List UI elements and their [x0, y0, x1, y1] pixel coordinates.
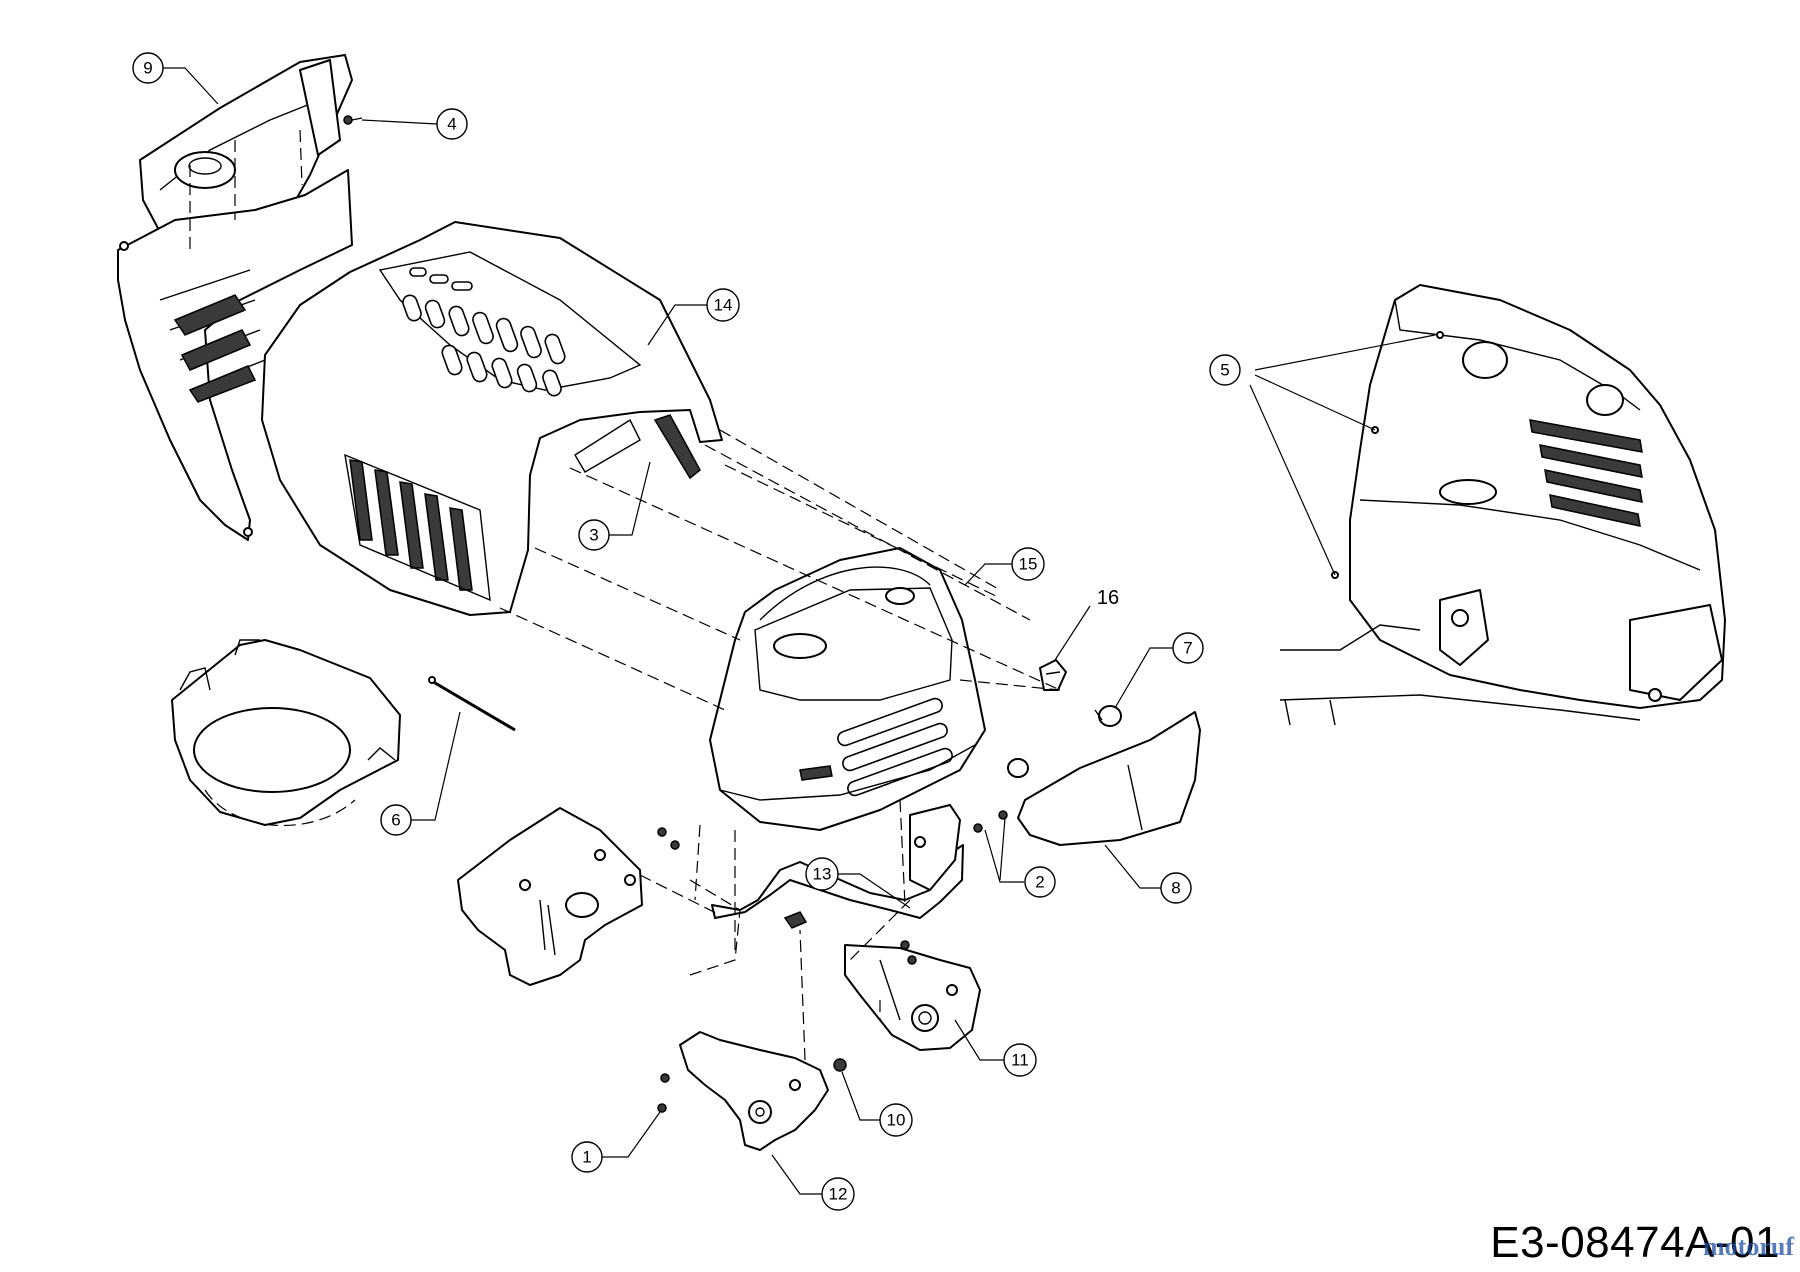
callout-14: 14	[706, 288, 740, 322]
svg-text:11: 11	[1011, 1051, 1029, 1070]
callout-15: 15	[1011, 547, 1045, 581]
label-16: 16	[1097, 587, 1119, 609]
svg-text:12: 12	[829, 1185, 848, 1204]
hood-vent-slots	[402, 267, 566, 397]
knob-cap	[1007, 758, 1029, 778]
cap-part-7	[1094, 705, 1122, 727]
svg-text:4: 4	[447, 115, 456, 134]
battery-tray	[171, 639, 401, 827]
clip-part-16	[1039, 659, 1067, 691]
callout-4: 4	[436, 108, 468, 140]
svg-text:16: 16	[1097, 587, 1119, 609]
callout-2: 2	[1024, 866, 1056, 898]
callout-12: 12	[821, 1177, 855, 1211]
callout-8: 8	[1160, 872, 1192, 904]
side-bracket-right	[909, 804, 961, 891]
front-nose-part-15	[709, 547, 986, 831]
strap-part-6	[428, 676, 516, 732]
hood-side-vents	[344, 453, 491, 602]
svg-text:6: 6	[391, 811, 400, 830]
bracket-part-11	[844, 944, 981, 1051]
hood-hinge-part-3	[574, 418, 641, 473]
svg-text:3: 3	[589, 526, 598, 545]
callout-11: 11	[1003, 1043, 1037, 1077]
callout-1: 1	[571, 1141, 603, 1173]
front-frame-bracket-left	[457, 807, 643, 986]
svg-text:5: 5	[1220, 361, 1229, 380]
dash-panel-part-9	[117, 54, 353, 541]
callout-10: 10	[879, 1103, 913, 1137]
svg-text:7: 7	[1183, 639, 1192, 658]
diagram-part-number: E3-08474A-01	[1490, 1218, 1780, 1267]
callout-9: 9	[132, 52, 164, 84]
nose-grille-slots	[837, 697, 953, 797]
svg-text:9: 9	[143, 59, 152, 78]
svg-text:15: 15	[1019, 555, 1038, 574]
screw-part-4	[343, 115, 363, 125]
bumper-part-8	[1017, 711, 1201, 846]
svg-text:8: 8	[1171, 879, 1180, 898]
watermark-logo: motoruf	[1703, 1232, 1794, 1261]
bracket-part-12	[679, 1031, 829, 1151]
svg-text:13: 13	[813, 865, 832, 884]
svg-text:14: 14	[714, 296, 733, 315]
inset-assembled-view	[1279, 284, 1726, 726]
callout-13: 13	[805, 857, 839, 891]
svg-text:10: 10	[887, 1111, 906, 1130]
callout-6: 6	[380, 804, 412, 836]
svg-text:1: 1	[582, 1148, 591, 1167]
hood-part-14	[261, 221, 723, 616]
screws	[657, 810, 1008, 1113]
svg-text:2: 2	[1035, 873, 1044, 892]
callout-7: 7	[1172, 632, 1204, 664]
callout-3: 3	[578, 519, 610, 551]
inset-grille	[1529, 419, 1643, 527]
callout-5: 5	[1209, 354, 1241, 386]
assembly-dashed-lines	[189, 129, 1061, 1061]
